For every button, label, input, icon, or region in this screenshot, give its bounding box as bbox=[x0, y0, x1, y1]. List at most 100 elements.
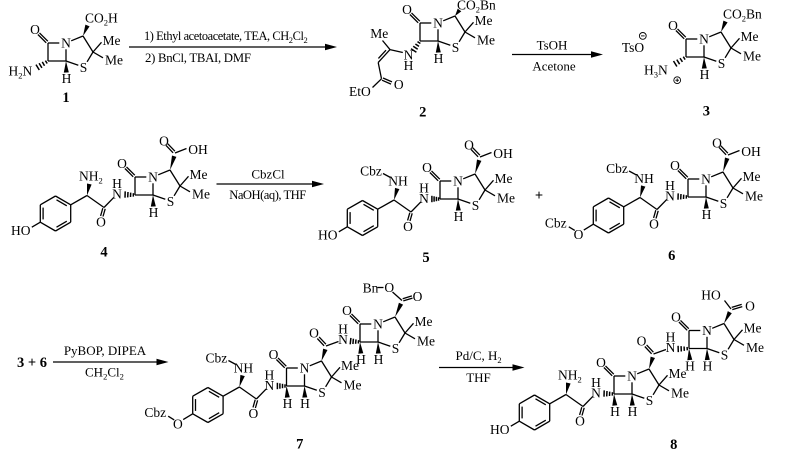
svg-text:S: S bbox=[720, 196, 728, 211]
svg-text:S: S bbox=[646, 393, 654, 408]
svg-text:Me: Me bbox=[743, 169, 761, 184]
svg-text:Me: Me bbox=[741, 29, 759, 44]
svg-text:N: N bbox=[701, 172, 711, 187]
svg-text:TsO: TsO bbox=[622, 40, 645, 55]
svg-text:O: O bbox=[575, 414, 585, 429]
svg-text:H: H bbox=[404, 58, 414, 73]
svg-text:8: 8 bbox=[670, 437, 677, 453]
svg-text:O: O bbox=[117, 156, 127, 171]
svg-text:O: O bbox=[173, 416, 183, 431]
svg-text:H: H bbox=[702, 207, 712, 222]
svg-text:Me: Me bbox=[417, 334, 435, 349]
svg-text:3: 3 bbox=[703, 104, 710, 120]
svg-text:Cbz: Cbz bbox=[545, 215, 567, 230]
svg-text:H: H bbox=[283, 396, 293, 411]
svg-text:N: N bbox=[433, 16, 443, 31]
svg-text:O: O bbox=[745, 299, 755, 314]
svg-text:HO: HO bbox=[11, 223, 31, 238]
svg-text:+: + bbox=[535, 188, 543, 204]
svg-text:H: H bbox=[665, 178, 675, 193]
svg-text:H: H bbox=[338, 322, 348, 337]
svg-text:S: S bbox=[452, 40, 460, 55]
svg-text:THF: THF bbox=[466, 370, 491, 385]
svg-text:H: H bbox=[700, 67, 710, 82]
svg-text:O: O bbox=[269, 347, 279, 362]
svg-text:H: H bbox=[666, 330, 676, 345]
svg-text:1: 1 bbox=[62, 90, 69, 106]
svg-text:N: N bbox=[699, 32, 709, 47]
svg-text:CbzCl: CbzCl bbox=[251, 167, 285, 182]
svg-text:Pd/C, H2​: Pd/C, H2​ bbox=[456, 348, 502, 365]
svg-text:OH: OH bbox=[188, 142, 208, 157]
svg-text:O: O bbox=[342, 303, 352, 318]
svg-text:N: N bbox=[627, 369, 637, 384]
svg-text:3 + 6: 3 + 6 bbox=[17, 355, 47, 371]
svg-text:H: H bbox=[454, 209, 464, 224]
svg-text:Me: Me bbox=[190, 167, 208, 182]
svg-text:Me: Me bbox=[370, 26, 388, 41]
svg-text:S: S bbox=[80, 60, 88, 75]
svg-text:O: O bbox=[394, 77, 404, 92]
svg-text:Me: Me bbox=[745, 189, 763, 204]
svg-text:OH: OH bbox=[741, 144, 761, 159]
svg-text:O: O bbox=[422, 160, 432, 175]
svg-text:NH: NH bbox=[234, 361, 254, 376]
svg-text:PyBOP, DIPEA: PyBOP, DIPEA bbox=[64, 343, 147, 358]
svg-text:H: H bbox=[628, 404, 638, 419]
svg-text:O: O bbox=[249, 406, 259, 421]
svg-text:S: S bbox=[318, 385, 326, 400]
svg-text:Me: Me bbox=[415, 314, 433, 329]
svg-text:S: S bbox=[721, 348, 729, 363]
svg-text:Me: Me bbox=[477, 33, 495, 48]
svg-text:N: N bbox=[702, 323, 712, 338]
svg-text:NH: NH bbox=[388, 174, 408, 189]
svg-text:EtO: EtO bbox=[349, 84, 371, 99]
svg-text:Me: Me bbox=[497, 191, 515, 206]
svg-text:H: H bbox=[265, 368, 275, 383]
svg-text:S: S bbox=[472, 198, 480, 213]
svg-text:N: N bbox=[373, 317, 383, 332]
svg-text:Me: Me bbox=[746, 340, 764, 355]
svg-text:H: H bbox=[300, 396, 310, 411]
svg-text:O: O bbox=[159, 134, 169, 149]
svg-text:Me: Me bbox=[105, 53, 123, 68]
svg-text:O: O bbox=[637, 334, 647, 349]
svg-text:O: O bbox=[668, 18, 678, 33]
svg-text:Me: Me bbox=[344, 378, 362, 393]
svg-text:S: S bbox=[392, 341, 400, 356]
svg-text:H: H bbox=[591, 375, 601, 390]
svg-text:S: S bbox=[718, 56, 726, 71]
svg-text:O: O bbox=[596, 355, 606, 370]
svg-text:O: O bbox=[671, 310, 681, 325]
svg-text:H: H bbox=[703, 359, 713, 374]
svg-text:H: H bbox=[685, 359, 695, 374]
svg-text:O: O bbox=[464, 138, 474, 153]
svg-text:Cbz: Cbz bbox=[206, 351, 228, 366]
svg-text:O: O bbox=[309, 326, 319, 341]
svg-text:NaOH(aq), THF: NaOH(aq), THF bbox=[229, 188, 306, 202]
svg-text:N: N bbox=[300, 361, 310, 376]
svg-text:NH: NH bbox=[634, 171, 654, 186]
svg-text:H: H bbox=[374, 352, 384, 367]
svg-text:O: O bbox=[670, 158, 680, 173]
svg-text:1) Ethyl acetoacetate, TEA, CH: 1) Ethyl acetoacetate, TEA, CH2​Cl2​ bbox=[144, 29, 307, 45]
svg-text:2: 2 bbox=[419, 105, 426, 121]
svg-text:Me: Me bbox=[103, 33, 121, 48]
svg-text:O: O bbox=[384, 280, 394, 295]
svg-text:Me: Me bbox=[669, 366, 687, 381]
svg-text:N: N bbox=[148, 170, 158, 185]
svg-text:HO: HO bbox=[701, 288, 721, 303]
svg-text:Cbz: Cbz bbox=[606, 161, 628, 176]
svg-text:Bn: Bn bbox=[363, 281, 379, 296]
svg-text:HO: HO bbox=[318, 227, 338, 242]
svg-text:H: H bbox=[610, 404, 620, 419]
svg-text:H: H bbox=[356, 352, 366, 367]
svg-text:Cbz: Cbz bbox=[360, 164, 382, 179]
svg-text:O: O bbox=[402, 2, 412, 17]
svg-text:H: H bbox=[434, 51, 444, 66]
svg-text:4: 4 bbox=[100, 245, 107, 261]
svg-text:Me: Me bbox=[475, 13, 493, 28]
svg-text:OH: OH bbox=[493, 146, 513, 161]
svg-text:Me: Me bbox=[744, 321, 762, 336]
svg-text:HO: HO bbox=[490, 422, 510, 437]
